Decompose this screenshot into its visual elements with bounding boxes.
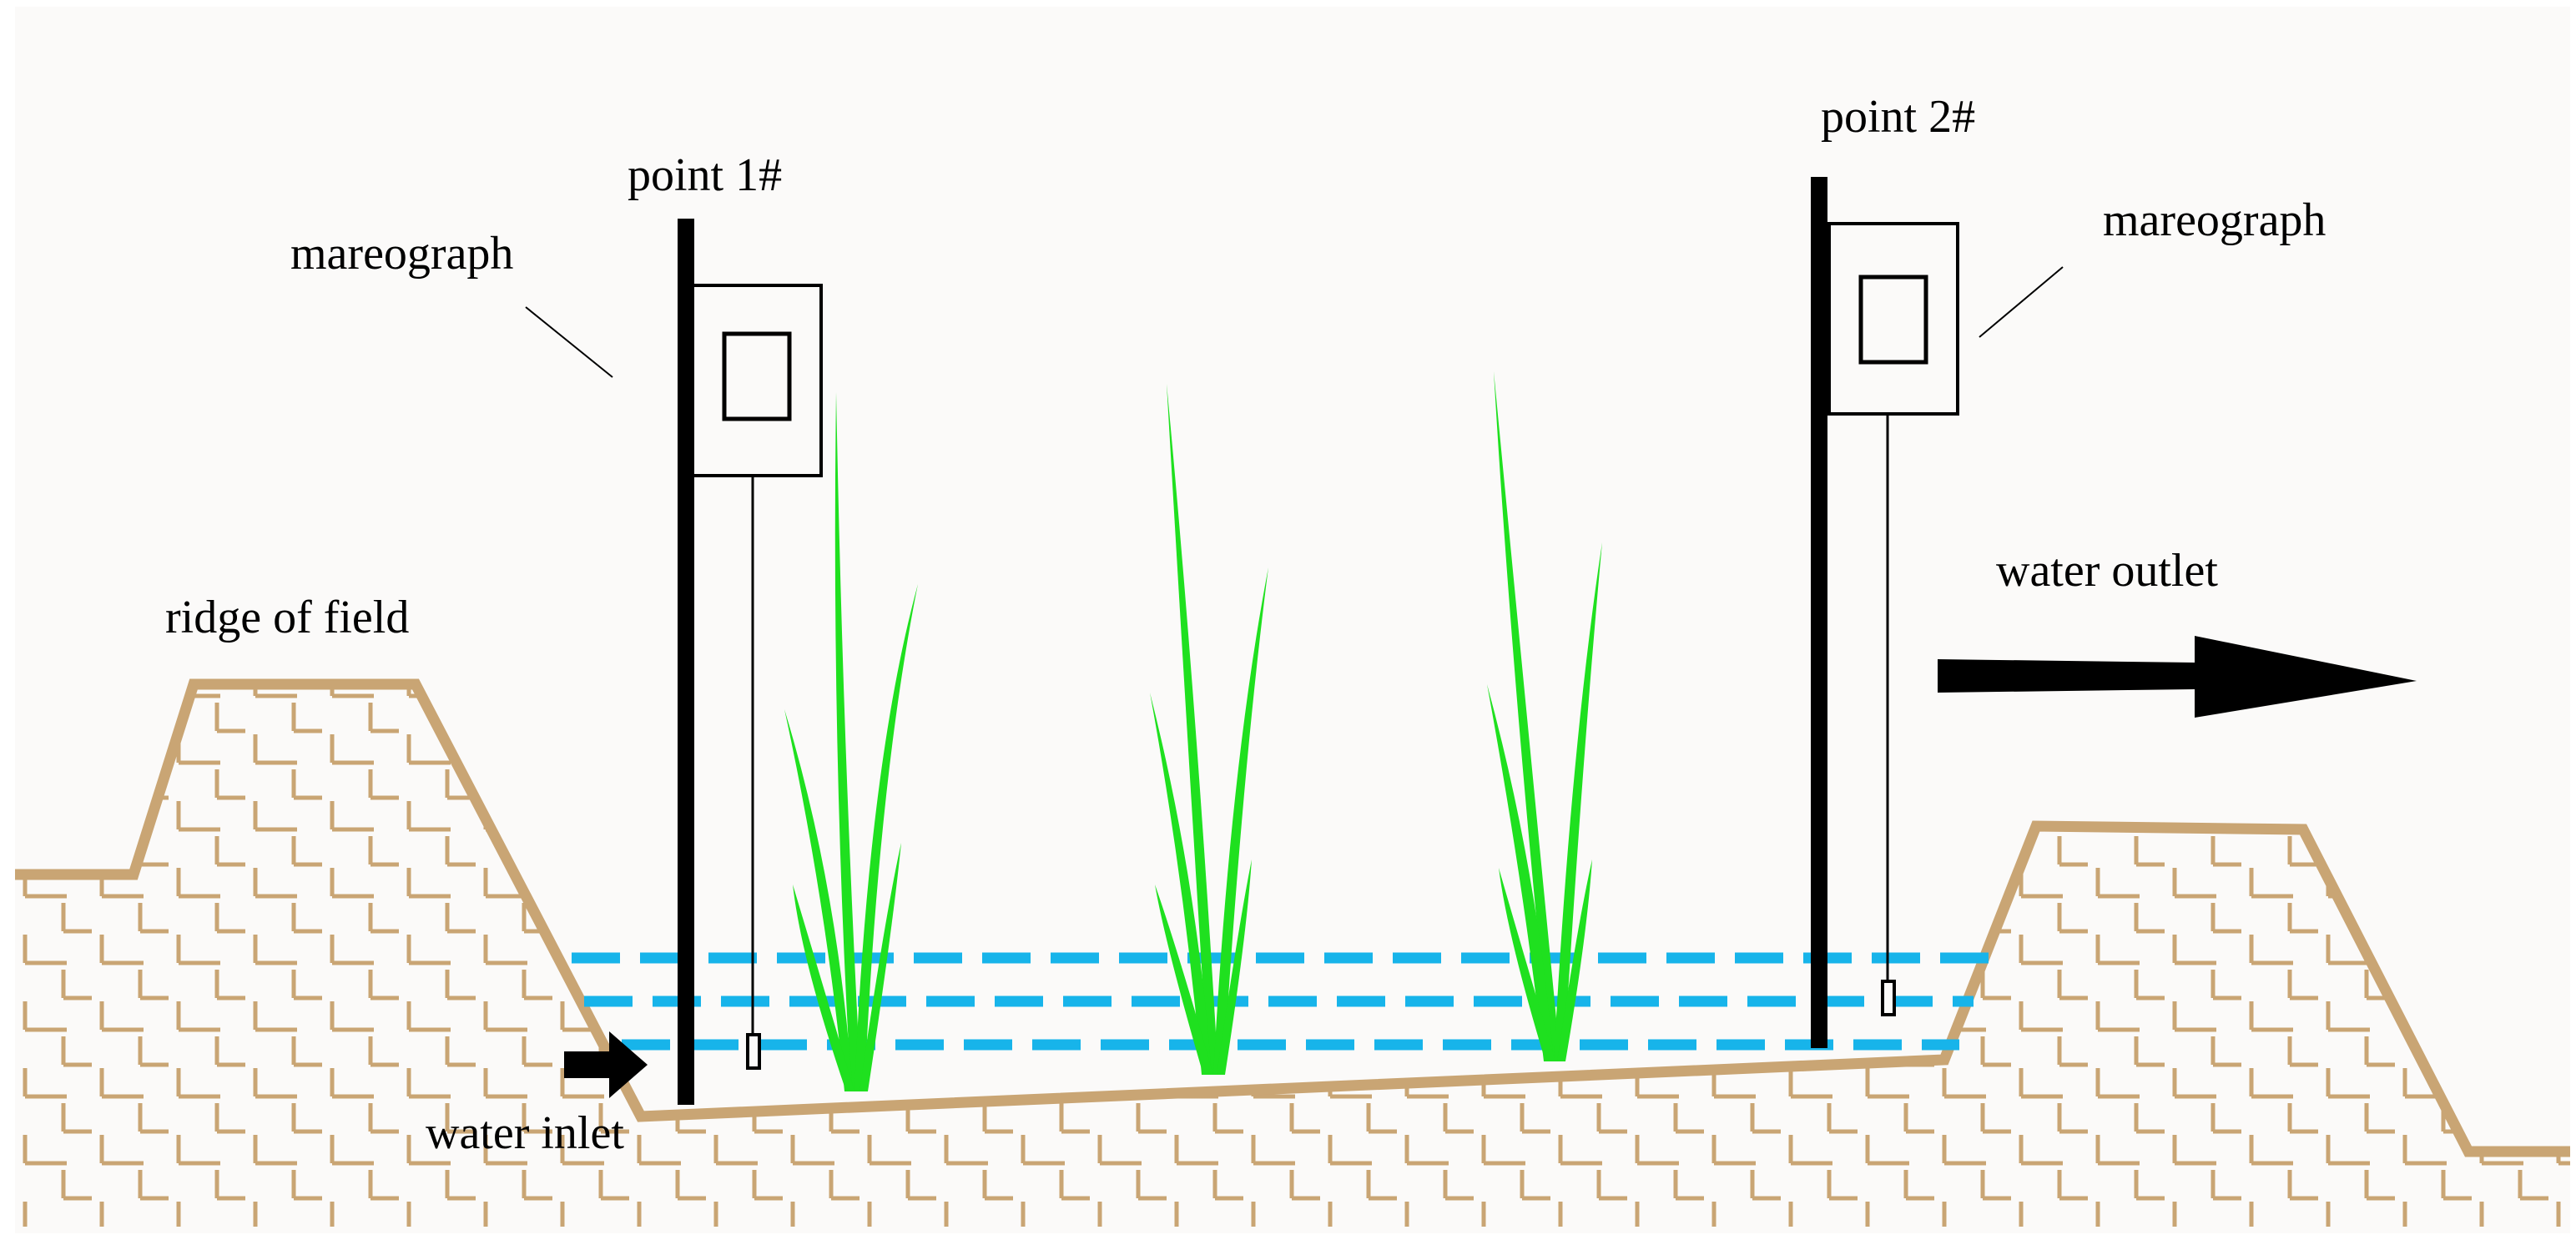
point2-label: point 2# [1821,91,1975,143]
rice-plant-2 [1150,384,1268,1075]
point1-sensor [746,1033,761,1070]
rice-plant-3 [1487,371,1602,1061]
point2-sensor [1881,980,1896,1016]
point1-mareograph-window [722,331,792,421]
water-outlet-arrow [1938,636,2417,718]
point1-pole [678,219,694,1105]
point2-mareograph-window [1858,275,1928,365]
point1-label: point 1# [628,149,782,201]
water-inlet-label: water inlet [426,1107,624,1159]
soil-surface-line [15,678,2570,1157]
water-outlet-label: water outlet [1996,545,2218,597]
mareograph-left-label: mareograph [290,228,513,280]
water-inlet-arrow [564,1031,648,1098]
mareograph-right-label: mareograph [2103,194,2326,246]
point2-mareograph-leader [1979,266,2064,338]
point2-pole [1811,177,1827,1048]
point1-mareograph-leader [525,306,613,378]
ridge-of-field-label: ridge of field [165,592,409,643]
rice-plant-1 [784,392,918,1091]
